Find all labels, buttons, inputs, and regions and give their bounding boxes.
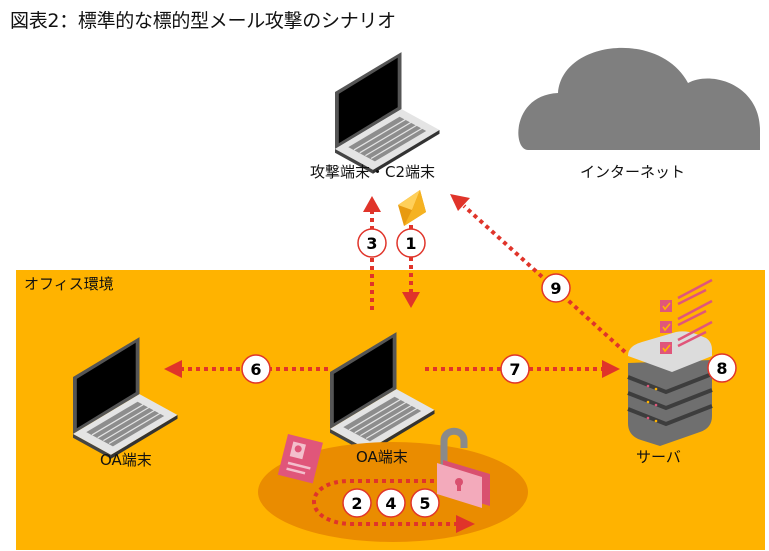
envelope-icon <box>398 190 426 226</box>
attacker-terminal-label: 攻撃端末・C2端末 <box>310 163 436 181</box>
step-badge-3: 3 <box>357 228 387 258</box>
svg-text:6: 6 <box>250 360 261 379</box>
step-badge-9: 9 <box>541 273 571 303</box>
svg-text:1: 1 <box>405 234 416 253</box>
oa-left-laptop-icon <box>72 336 179 460</box>
svg-text:3: 3 <box>366 234 377 253</box>
cloud-icon <box>518 47 760 150</box>
svg-text:4: 4 <box>385 494 396 513</box>
step-badge-4: 4 <box>376 488 406 518</box>
server-icon <box>627 331 713 446</box>
svg-text:8: 8 <box>716 359 727 378</box>
attacker-laptop-icon <box>334 51 441 175</box>
step-badge-6: 6 <box>241 354 271 384</box>
step-badge-7: 7 <box>500 354 530 384</box>
id-card-icon <box>277 434 323 484</box>
checklist-icon <box>660 278 713 354</box>
oa-center-label: OA端末 <box>356 448 408 466</box>
oa-center-laptop-icon <box>329 331 436 455</box>
unlocked-padlock-icon <box>437 427 490 508</box>
office-environment-label: オフィス環境 <box>24 275 114 293</box>
oa-left-label: OA端末 <box>100 451 152 469</box>
arrow-step-9 <box>450 194 627 354</box>
figure-title: 図表2：標準的な標的型メール攻撃のシナリオ <box>10 10 396 32</box>
arrow-loop-2-4-5 <box>312 479 475 533</box>
internet-label: インターネット <box>580 163 686 181</box>
svg-text:9: 9 <box>550 279 561 298</box>
step-badge-1: 1 <box>396 228 426 258</box>
step-badge-2: 2 <box>342 488 372 518</box>
step-badge-8: 8 <box>707 353 737 383</box>
svg-text:7: 7 <box>509 360 520 379</box>
svg-text:2: 2 <box>351 494 362 513</box>
svg-text:5: 5 <box>419 494 430 513</box>
step-badge-5: 5 <box>410 488 440 518</box>
server-label: サーバ <box>636 448 681 466</box>
